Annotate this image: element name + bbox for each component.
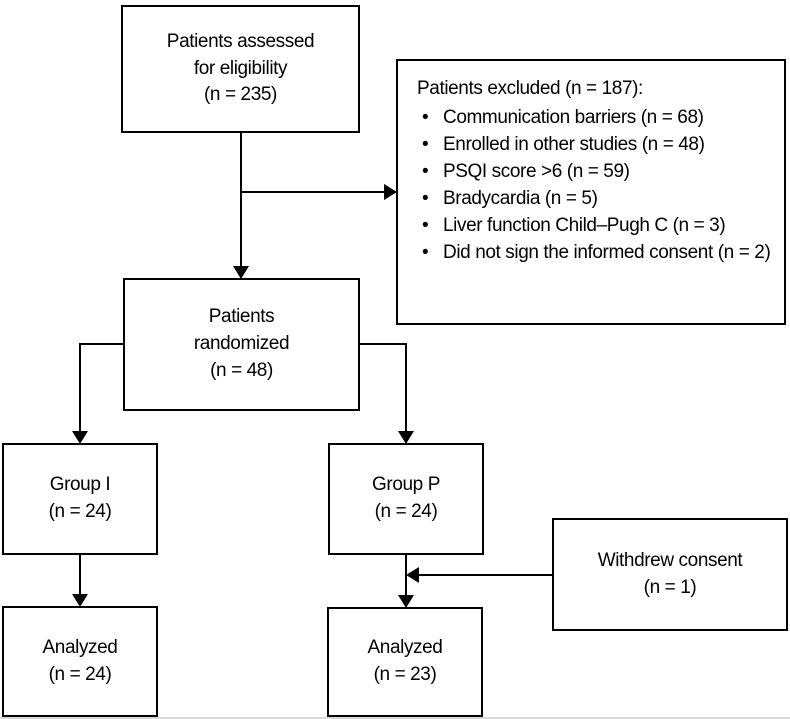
- box-analyzed-i-line-2: (n = 24): [48, 663, 112, 685]
- box-randomized-line-1: Patients: [208, 306, 275, 328]
- excluded-reason-item: • Did not sign the informed consent (n =…: [417, 240, 771, 267]
- excluded-reason-item: • Communication barriers (n = 68): [417, 105, 770, 132]
- box-withdrew-consent: Withdrew consent (n = 1): [552, 518, 788, 631]
- arrow-down-icon: [233, 266, 249, 279]
- excluded-reason-list: • Communication barriers (n = 68) • Enro…: [417, 105, 771, 267]
- box-patients-randomized: Patients randomized (n = 48): [123, 278, 360, 411]
- box-group-p-line-2: (n = 24): [374, 501, 438, 522]
- excluded-reason-text: Enrolled in other studies (n = 48): [443, 133, 705, 155]
- excluded-reason-item: • Bradycardia (n = 5): [417, 186, 770, 213]
- excluded-reason-text: Liver function Child–Pugh C (n = 3): [443, 214, 726, 236]
- box-withdrew-line-2: (n = 1): [643, 576, 697, 598]
- box-analyzed-p-line-2: (n = 23): [373, 664, 437, 685]
- box-group-p-line-1: Group P: [372, 474, 440, 496]
- connector-group-i-to-analyzed: [79, 555, 81, 596]
- box-assessed-line-3: (n = 235): [204, 84, 277, 106]
- excluded-reason-text: PSQI score >6 (n = 59): [443, 160, 630, 182]
- box-randomized-line-2: randomized: [193, 333, 290, 355]
- box-assessed-line-1: Patients assessed: [166, 30, 315, 52]
- connector-assessed-to-excluded: [241, 191, 385, 193]
- arrow-left-icon: [406, 567, 419, 583]
- box-randomized-line-3: (n = 48): [210, 359, 273, 381]
- connector-randomized-to-group-i-vertical: [79, 343, 81, 433]
- box-group-i: Group I (n = 24): [2, 443, 158, 555]
- bullet-icon: •: [422, 187, 429, 209]
- box-analyzed-group-i: Analyzed (n = 24): [2, 606, 158, 717]
- box-assessed-for-eligibility: Patients assessed for eligibility (n = 2…: [121, 5, 360, 133]
- connector-assessed-to-randomized: [240, 133, 242, 268]
- box-assessed-line-2: for eligibility: [193, 57, 288, 79]
- excluded-reason-text: Communication barriers (n = 68): [443, 106, 704, 128]
- box-patients-excluded: Patients excluded (n = 187): • Communica…: [396, 59, 786, 325]
- box-analyzed-p-line-1: Analyzed: [367, 637, 443, 659]
- excluded-reason-item: • Enrolled in other studies (n = 48): [417, 132, 770, 159]
- bullet-icon: •: [422, 214, 429, 236]
- bullet-icon: •: [422, 133, 429, 155]
- figure-bottom-edge: [0, 717, 790, 719]
- connector-withdrew-to-group-p-line: [418, 574, 552, 576]
- excluded-reason-item: • Liver function Child–Pugh C (n = 3): [417, 213, 770, 240]
- connector-randomized-to-group-p-horizontal: [359, 343, 407, 345]
- excluded-reason-text: Did not sign the informed consent (n = 2…: [443, 241, 771, 263]
- excluded-reason-item: • PSQI score >6 (n = 59): [417, 159, 770, 186]
- arrow-down-icon: [72, 594, 88, 607]
- bullet-icon: •: [422, 241, 429, 263]
- bullet-icon: •: [422, 160, 429, 182]
- box-analyzed-group-p: Analyzed (n = 23): [327, 607, 483, 717]
- arrow-down-icon: [72, 431, 88, 444]
- box-group-p: Group P (n = 24): [328, 443, 484, 555]
- arrow-down-icon: [398, 431, 414, 444]
- connector-randomized-to-group-i-horizontal: [79, 343, 124, 345]
- connector-randomized-to-group-p-vertical: [405, 343, 407, 433]
- arrow-right-icon: [384, 184, 397, 200]
- box-group-i-line-1: Group I: [49, 474, 111, 496]
- excluded-title: Patients excluded (n = 187):: [417, 78, 643, 99]
- bullet-icon: •: [422, 106, 429, 128]
- arrow-down-icon: [398, 595, 414, 608]
- excluded-reason-text: Bradycardia (n = 5): [443, 187, 598, 209]
- box-group-i-line-2: (n = 24): [48, 501, 112, 522]
- box-analyzed-i-line-1: Analyzed: [42, 636, 118, 658]
- box-withdrew-line-1: Withdrew consent: [597, 549, 743, 571]
